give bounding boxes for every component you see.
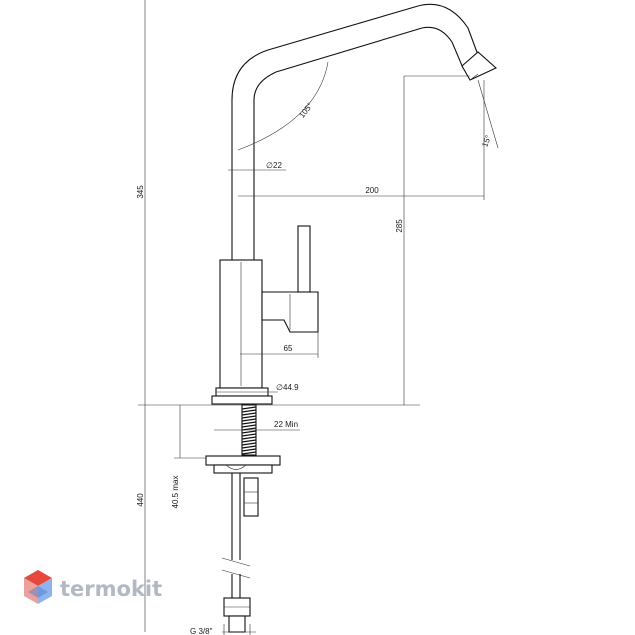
deck-max-label: 40.5 max [171, 476, 180, 509]
thread-line [241, 421, 257, 425]
deck-min-label: 22 Min [274, 420, 298, 429]
svg-text:∅: ∅ [266, 161, 273, 170]
thread-line [241, 430, 257, 434]
thread-line [241, 427, 257, 431]
termokit-cube-icon [24, 570, 52, 604]
dimension-lines [138, 0, 499, 635]
spout-reach-label: 200 [365, 186, 379, 195]
handle-length-label: 65 [284, 344, 293, 353]
hose-length-label: 440 [136, 493, 145, 507]
faucet-outline [211, 3, 497, 405]
thread-line [241, 445, 257, 449]
logo-text: termokit [60, 577, 162, 601]
tube-diameter-label: ∅ 22 [266, 161, 282, 170]
base-diameter-label: ∅ 44.9 [276, 383, 299, 392]
thread-line [241, 448, 257, 452]
thread-line [241, 439, 257, 443]
thread-line [241, 415, 257, 419]
total-height-label: 345 [136, 185, 145, 199]
thread-line [241, 412, 257, 416]
thread-line [241, 436, 257, 440]
spout-angle-label: 105° [297, 101, 314, 120]
svg-text:44.9: 44.9 [283, 383, 299, 392]
spout-height-label: 285 [395, 219, 404, 233]
svg-text:22: 22 [273, 161, 282, 170]
thread-line [241, 424, 257, 428]
thread-line [241, 406, 257, 410]
mounting-assembly [205, 404, 281, 633]
thread-line [241, 418, 257, 422]
termokit-logo: termokit [24, 570, 162, 604]
thread-line [241, 451, 257, 455]
thread-line [241, 409, 257, 413]
thread-line [241, 433, 257, 437]
aerator-angle-label: 15° [480, 134, 493, 148]
thread-line [241, 442, 257, 446]
svg-text:∅: ∅ [276, 383, 283, 392]
thread-label: G 3/8" [190, 627, 213, 635]
